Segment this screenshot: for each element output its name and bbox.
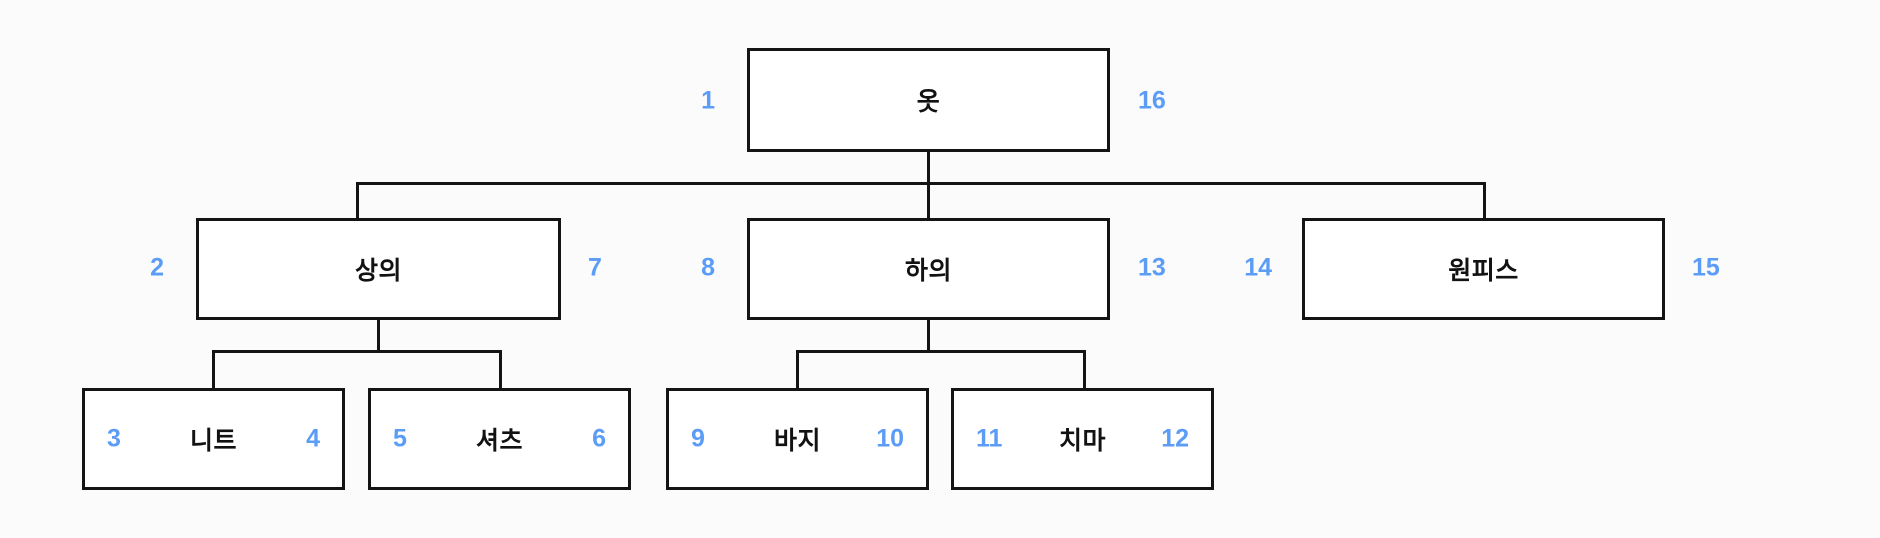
node-exit-number-knit: 4: [306, 424, 320, 453]
tree-node-pants[interactable]: 9 10 바지: [666, 388, 929, 490]
euler-number-16: 16: [1138, 86, 1166, 115]
tree-node-skirt[interactable]: 11 12 치마: [951, 388, 1214, 490]
connector-top-bus: [212, 350, 502, 353]
tree-node-dress[interactable]: 원피스: [1302, 218, 1665, 320]
node-exit-number-shirt: 6: [592, 424, 606, 453]
node-enter-number-skirt: 11: [976, 424, 1003, 453]
node-label-root: 옷: [916, 88, 941, 116]
tree-node-root[interactable]: 옷: [747, 48, 1110, 152]
node-exit-number-pants: 10: [876, 424, 904, 453]
node-label-bottom: 하의: [904, 257, 952, 285]
connector-level1-bus: [356, 182, 1486, 185]
tree-node-knit[interactable]: 3 4 니트: [82, 388, 345, 490]
euler-number-15: 15: [1692, 253, 1720, 282]
connector-bottom-stem: [927, 320, 930, 352]
euler-number-7: 7: [588, 253, 602, 282]
connector-drop-dress: [1483, 182, 1486, 220]
tree-node-bottom[interactable]: 하의: [747, 218, 1110, 320]
node-label-dress: 원피스: [1448, 257, 1519, 285]
connector-top-stem: [377, 320, 380, 352]
euler-number-13: 13: [1138, 253, 1166, 282]
connector-drop-shirt: [499, 350, 502, 390]
connector-drop-knit: [212, 350, 215, 390]
euler-number-14: 14: [1244, 253, 1272, 282]
connector-drop-pants: [796, 350, 799, 390]
connector-drop-bottom: [927, 182, 930, 220]
tree-node-top[interactable]: 상의: [196, 218, 561, 320]
node-label-pants: 바지: [773, 427, 821, 455]
euler-number-1: 1: [701, 86, 715, 115]
euler-number-2: 2: [150, 253, 164, 282]
node-label-knit: 니트: [189, 427, 237, 455]
connector-drop-skirt: [1083, 350, 1086, 390]
tree-node-shirt[interactable]: 5 6 셔츠: [368, 388, 631, 490]
connector-bottom-bus: [796, 350, 1086, 353]
euler-number-8: 8: [701, 253, 715, 282]
node-enter-number-shirt: 5: [393, 424, 407, 453]
connector-drop-top: [356, 182, 359, 220]
node-enter-number-pants: 9: [691, 424, 705, 453]
connector-root-stem: [927, 152, 930, 184]
node-label-shirt: 셔츠: [475, 427, 523, 455]
node-label-skirt: 치마: [1058, 427, 1106, 455]
node-exit-number-skirt: 12: [1161, 424, 1189, 453]
node-enter-number-knit: 3: [107, 424, 121, 453]
node-label-top: 상의: [354, 257, 402, 285]
